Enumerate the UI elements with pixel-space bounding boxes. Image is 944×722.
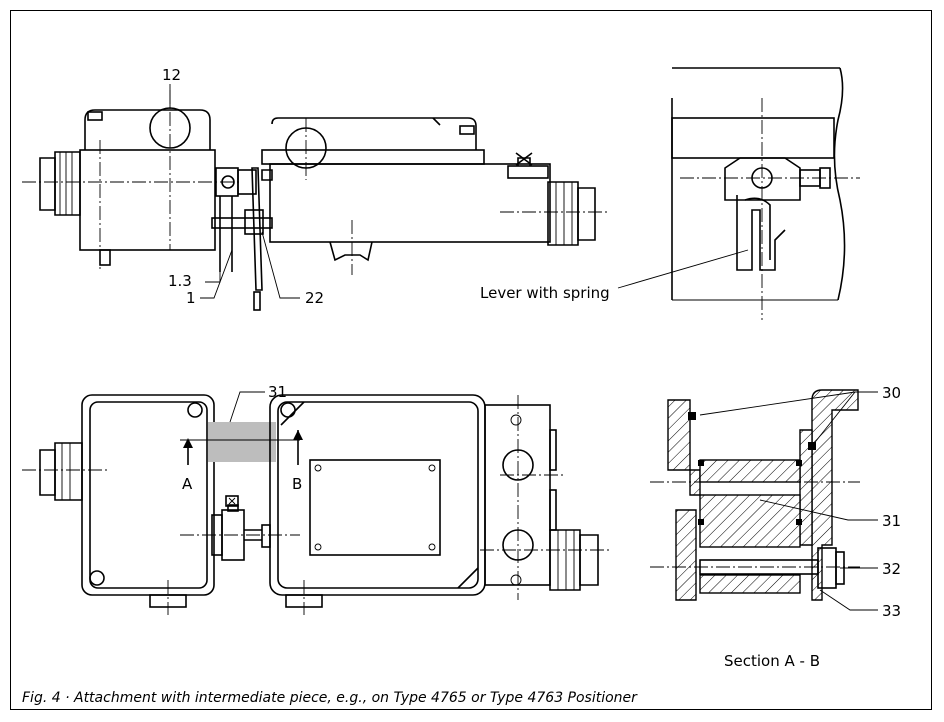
label-31-top: 31 (268, 383, 287, 401)
label-1-3: 1.3 (168, 272, 192, 290)
label-arrow-b: B (292, 475, 302, 493)
label-12: 12 (162, 66, 181, 84)
label-22: 22 (305, 289, 324, 307)
label-30: 30 (882, 384, 901, 402)
label-33: 33 (882, 602, 901, 620)
left-housing-cover (84, 109, 211, 150)
label-lever-with-spring: Lever with spring (480, 284, 610, 302)
side-view (22, 84, 610, 311)
label-arrow-a: A (182, 475, 193, 493)
section-piece-top (699, 459, 801, 483)
label-31-section: 31 (882, 512, 901, 530)
right-housing (269, 163, 551, 243)
figure-caption: Fig. 4 · Attachment with intermediate pi… (22, 690, 637, 706)
section-a-b-view (650, 389, 878, 611)
section-arrow-a (183, 438, 193, 448)
label-32: 32 (882, 560, 901, 578)
intermediate-piece-31 (208, 422, 276, 462)
lever-detail-view (617, 67, 860, 320)
label-1: 1 (186, 289, 196, 307)
top-view (22, 391, 610, 615)
section-arrow-b (293, 430, 303, 440)
figure-frame (10, 10, 932, 710)
label-section-a-b: Section A - B (724, 652, 820, 670)
section-piece-body (699, 494, 801, 548)
